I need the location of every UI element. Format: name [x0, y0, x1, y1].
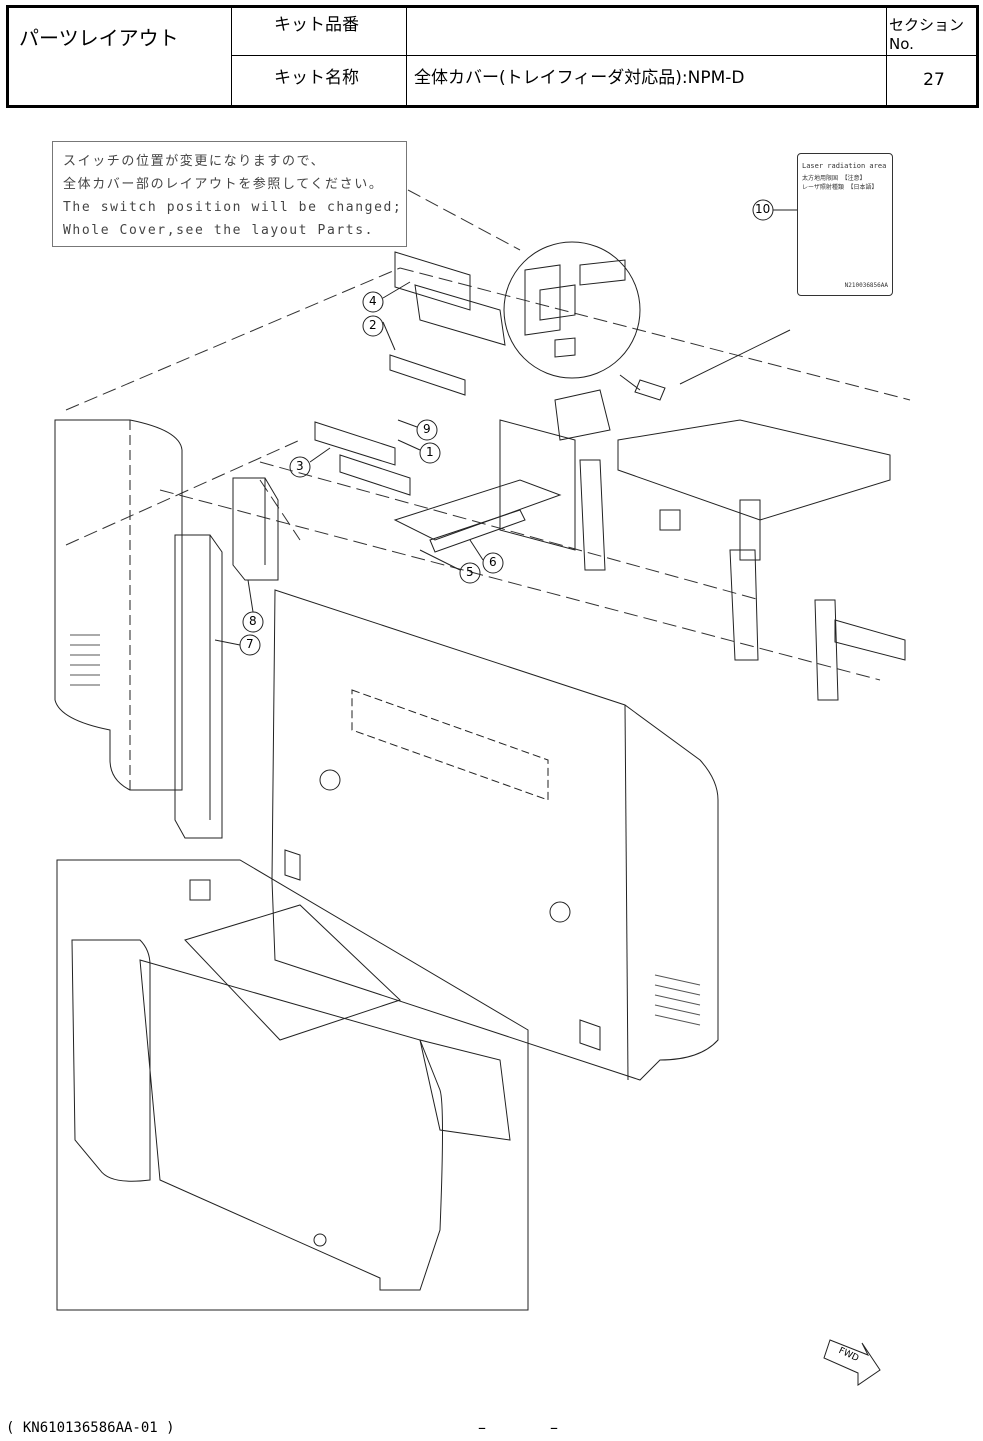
detail-circle-parts: [525, 260, 625, 357]
left-side-panel: [55, 420, 182, 790]
main-panel: [272, 590, 718, 1080]
callout-number: 6: [489, 555, 497, 569]
callout-leaders: [215, 210, 797, 645]
callout-number: 3: [296, 459, 304, 473]
guide-lines: [66, 190, 910, 680]
page-dash: –: [550, 1418, 558, 1437]
feeder-frame: [618, 420, 905, 700]
document-code: ( KN610136586AA-01 ): [6, 1420, 175, 1436]
callout-number: 10: [755, 202, 770, 216]
callout-number: 8: [249, 614, 257, 628]
callout-number: 4: [369, 294, 377, 308]
detail-circle: [504, 242, 640, 378]
callout-number: 2: [369, 318, 377, 332]
page-dash: –: [478, 1418, 486, 1437]
callout-number: 1: [426, 445, 434, 459]
inset-assembled-view: [57, 860, 528, 1310]
top-frame: [315, 252, 610, 570]
callout-number: 5: [466, 565, 474, 579]
callout-number: 7: [246, 637, 254, 651]
bracket-part: [233, 478, 278, 580]
leader-line: [680, 330, 790, 384]
callout-number: 9: [423, 422, 431, 436]
